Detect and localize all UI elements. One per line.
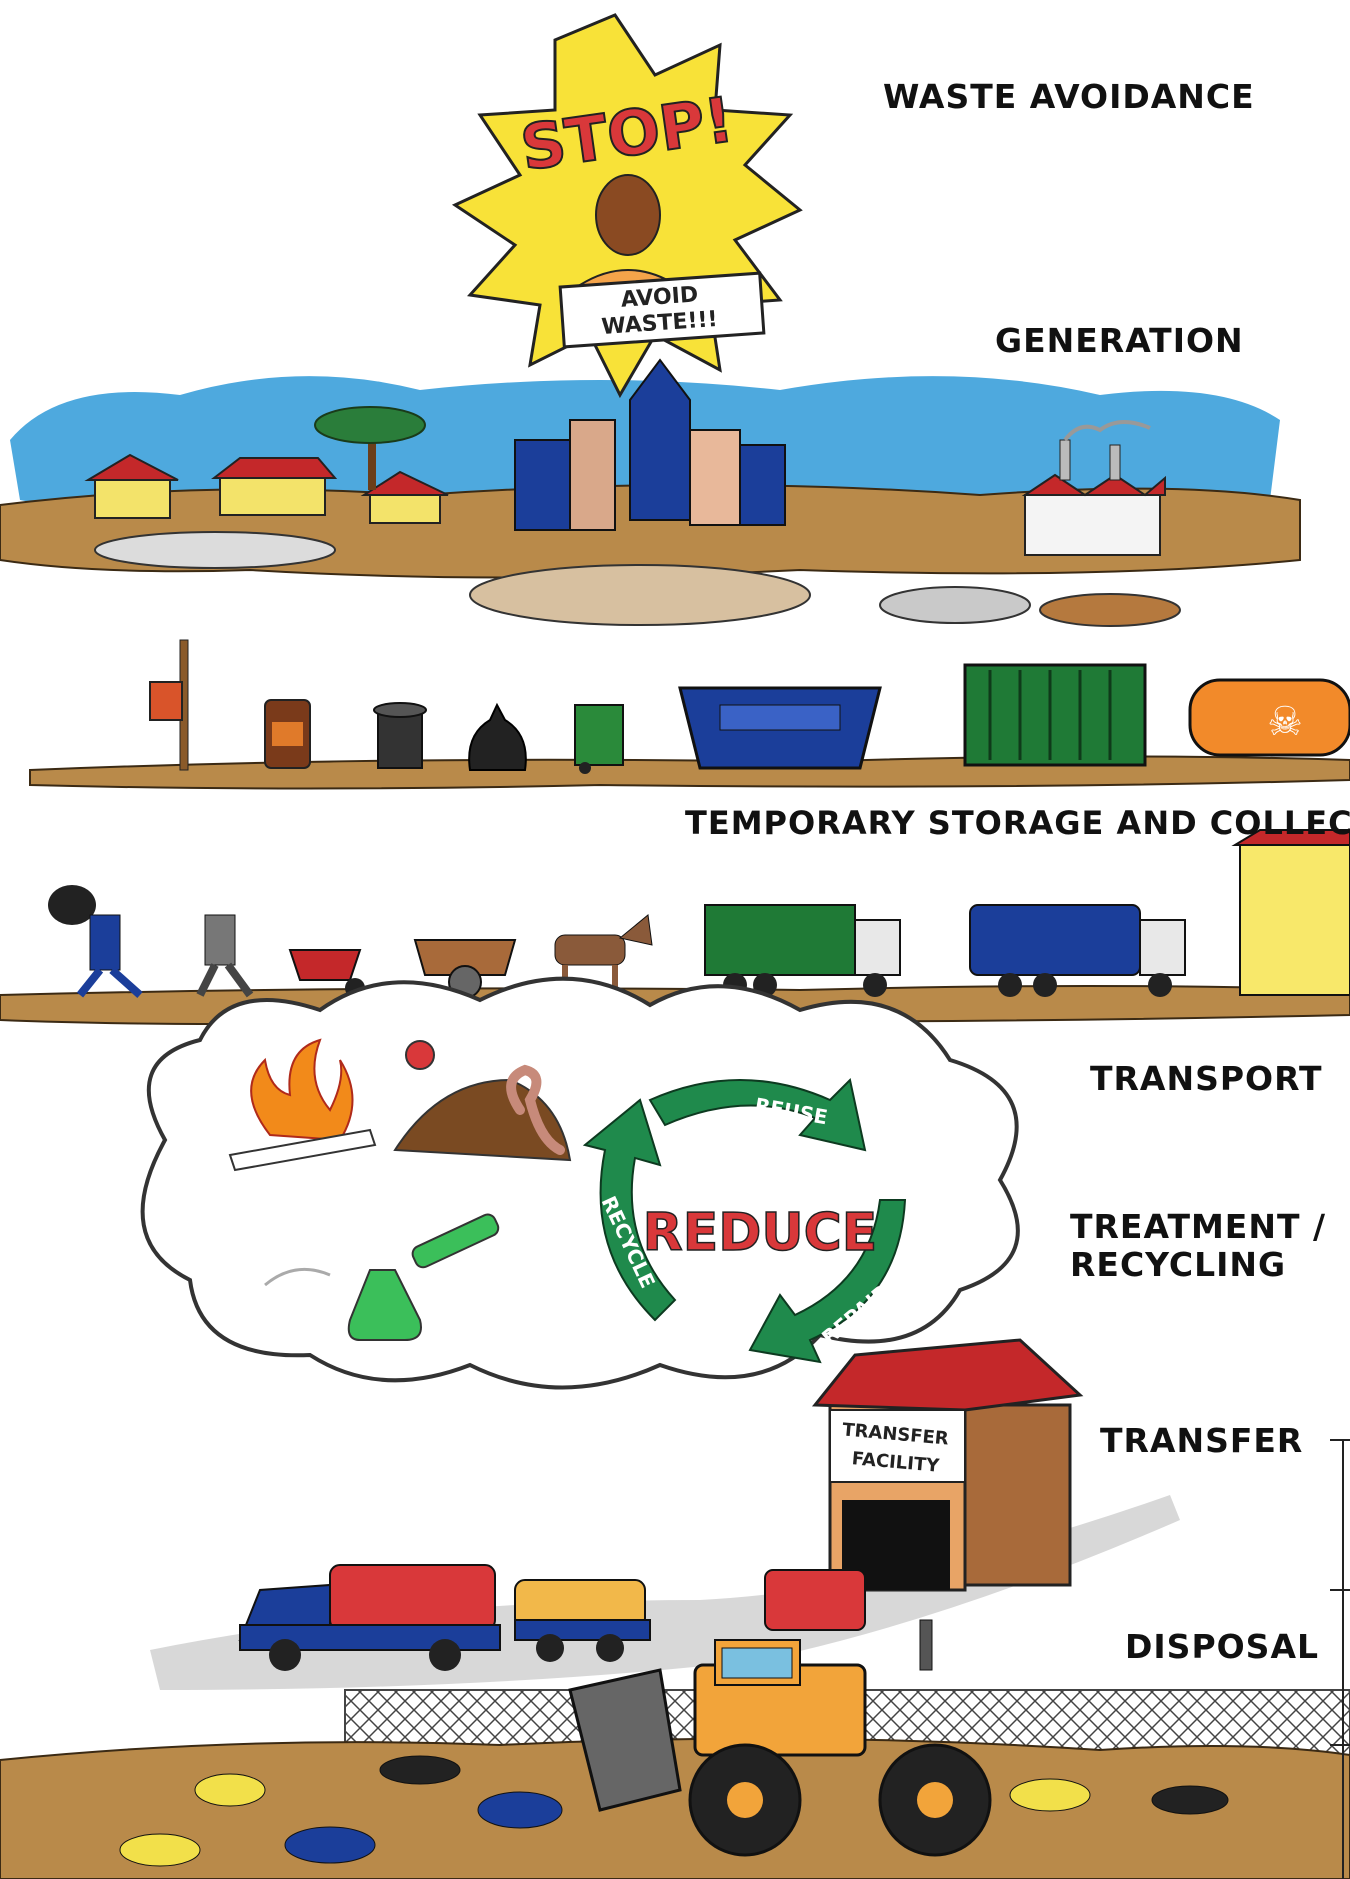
treatment-cloud: REDUCE REUSE REPAIR RECYCLE <box>140 976 1020 1390</box>
green-container <box>963 663 1147 767</box>
dustbin <box>373 702 427 769</box>
stage-label-treatment-recycling: TREATMENT / RECYCLING <box>1070 1207 1327 1284</box>
oil-drum-bin <box>264 699 311 769</box>
transfer-building: TRANSFER FACILITY <box>811 1338 1084 1592</box>
ground-storage <box>29 755 1350 790</box>
margin-lines <box>1330 1439 1350 1879</box>
stop-burst: STOP! AVOID WASTE!!! <box>451 13 803 399</box>
rubbish-piles <box>94 531 1181 627</box>
wheelie-bin <box>574 704 624 774</box>
skull-icon: ☠ <box>1267 699 1303 745</box>
bin-bag <box>468 702 527 771</box>
rubbish-bags <box>119 1755 1229 1867</box>
transport-scene <box>0 829 1350 1025</box>
fire-icon <box>228 1038 377 1172</box>
compost-worm-icon <box>393 1040 572 1162</box>
stage-label-generation: GENERATION <box>995 321 1244 360</box>
stage-label-transport: TRANSPORT <box>1090 1059 1323 1098</box>
cloud-shape <box>140 976 1020 1390</box>
red-bin-container <box>764 1569 866 1631</box>
pole-bin <box>149 639 189 771</box>
factory <box>1021 420 1166 556</box>
transfer-scene: TRANSFER FACILITY <box>150 1338 1180 1690</box>
sign-text-line1: AVOID <box>620 282 699 312</box>
arrow-recycle <box>582 1098 677 1322</box>
stage-label-temporary-storage: TEMPORARY STORAGE AND COLLECTION <box>685 804 1350 842</box>
reduce-text: REDUCE <box>643 1203 878 1263</box>
landfill-compactor <box>568 1619 992 1857</box>
hazardous-tank: ☠ <box>1188 678 1350 757</box>
acacia-tree <box>314 406 426 490</box>
stage-label-transfer: TRANSFER <box>1100 1421 1304 1460</box>
compactor-truck <box>969 904 1186 997</box>
reduce-cycle: REDUCE REUSE REPAIR RECYCLE <box>582 1077 907 1364</box>
arrow-repair <box>748 1199 907 1364</box>
person-with-wheelbarrow <box>196 914 365 998</box>
person-carrying-sack <box>48 885 143 998</box>
truck-and-trailer <box>238 1564 651 1671</box>
chemical-flask-icon <box>264 1213 500 1341</box>
generation-scene <box>0 358 1301 627</box>
house-3 <box>360 470 449 524</box>
stage-label-waste-avoidance: WASTE AVOIDANCE <box>883 77 1255 116</box>
green-truck <box>704 904 901 997</box>
building-edge <box>1231 829 1350 996</box>
disposal-scene <box>0 1619 1350 1879</box>
blue-skip <box>678 686 882 770</box>
stage-label-disposal: DISPOSAL <box>1125 1627 1320 1666</box>
arrow-reuse <box>648 1077 867 1152</box>
storage-scene: ☠ <box>29 639 1350 790</box>
avoid-waste-sign: AVOID WASTE!!! <box>558 271 766 349</box>
house-1 <box>84 453 179 519</box>
house-2 <box>211 457 338 516</box>
city-towers <box>514 358 786 531</box>
